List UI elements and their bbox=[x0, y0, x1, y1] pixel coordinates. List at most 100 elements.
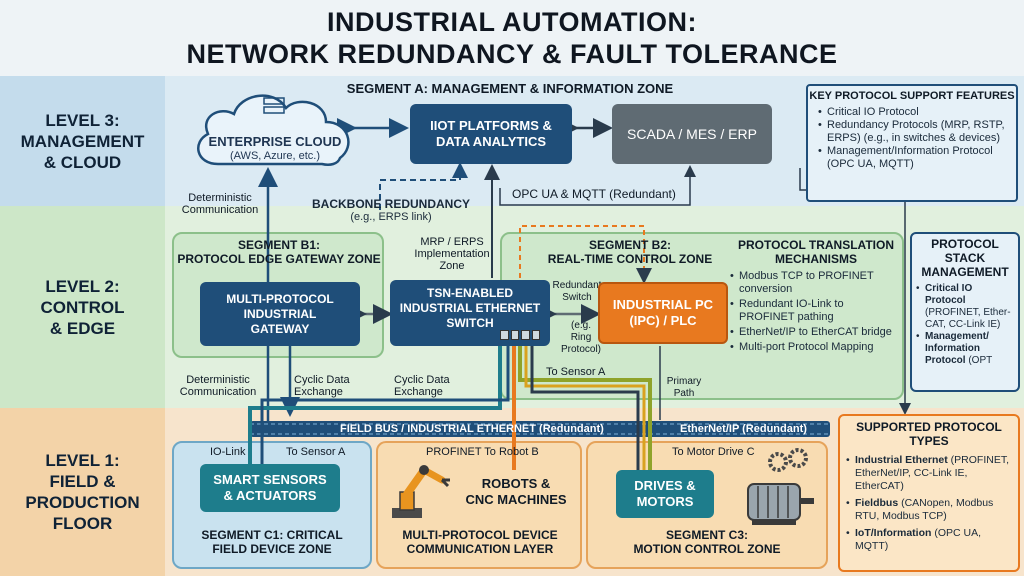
cyclic-label-2: Cyclic Data Exchange bbox=[394, 374, 464, 398]
segment-b2-title-line: SEGMENT B2: bbox=[588, 238, 671, 252]
ipc-plc-box: INDUSTRIAL PC (IPC) / PLC bbox=[598, 282, 728, 344]
label-line: Implementation bbox=[414, 248, 490, 260]
tsn-line: TSN-ENABLED bbox=[427, 286, 513, 300]
multi-layer-line: MULTI-PROTOCOL DEVICE bbox=[402, 528, 558, 542]
segment-c1-title-line: SEGMENT C1: CRITICAL bbox=[201, 528, 343, 542]
opc-link bbox=[499, 165, 696, 206]
robot-arm-icon bbox=[392, 465, 450, 518]
segment-c3-title-line: SEGMENT C3: bbox=[665, 528, 748, 542]
cloud-title: ENTERPRISE CLOUD bbox=[208, 134, 342, 149]
drives-line: MOTORS bbox=[636, 494, 694, 509]
translation-title-line: PROTOCOL TRANSLATION bbox=[738, 238, 894, 252]
level1-label-bg bbox=[0, 408, 165, 576]
drives-motors-box: DRIVES & MOTORS bbox=[616, 470, 714, 518]
supported-list: Industrial Ethernet (PROFINET, EtherNet/… bbox=[846, 454, 1012, 553]
label-line: Zone bbox=[439, 260, 465, 272]
supported-title-line: TYPES bbox=[909, 434, 949, 448]
segment-a-title: SEGMENT A: MANAGEMENT & INFORMATION ZONE bbox=[346, 81, 674, 96]
switch-ports-icon bbox=[500, 330, 540, 340]
cable-navy bbox=[260, 346, 510, 470]
translation-item: EtherNet/IP to EtherCAT bridge bbox=[730, 326, 902, 339]
gateway-line: INDUSTRIAL bbox=[243, 306, 317, 321]
gateway-box: MULTI-PROTOCOL INDUSTRIAL GATEWAY bbox=[200, 282, 360, 346]
segment-b2-title: SEGMENT B2: REAL-TIME CONTROL ZONE bbox=[540, 238, 720, 266]
supported-item-bold: Industrial Ethernet bbox=[855, 454, 948, 466]
cable-teal bbox=[248, 346, 502, 470]
to-motor-label: To Motor Drive C bbox=[672, 446, 755, 458]
scada-box: SCADA / MES / ERP bbox=[612, 104, 772, 164]
cable-green bbox=[518, 346, 652, 470]
cable-dark bbox=[530, 346, 640, 470]
label-line: Ring bbox=[570, 332, 592, 343]
iiot-platforms-box: IIOT PLATFORMS & DATA ANALYTICS bbox=[410, 104, 572, 164]
segment-b1-title-line: PROTOCOL EDGE GATEWAY ZONE bbox=[177, 252, 381, 266]
tsn-line: INDUSTRIAL ETHERNET bbox=[399, 301, 541, 315]
ethernetip-label: EtherNet/IP (Redundant) bbox=[680, 423, 807, 435]
robots-line: ROBOTS & bbox=[481, 476, 551, 491]
opcua-label: OPC UA & MQTT (Redundant) bbox=[512, 187, 676, 201]
translation-item: Modbus TCP to PROFINET conversion bbox=[730, 270, 902, 296]
level2-label-line: CONTROL bbox=[40, 297, 125, 317]
diagram-title-line1: INDUSTRIAL AUTOMATION: bbox=[327, 7, 697, 37]
cloud-subtitle: (AWS, Azure, etc.) bbox=[229, 150, 321, 162]
diagram-title-line2: NETWORK REDUNDANCY & FAULT TOLERANCE bbox=[186, 39, 838, 69]
segment-c1-title: SEGMENT C1: CRITICAL FIELD DEVICE ZONE bbox=[176, 528, 368, 556]
label-line: (e.g. bbox=[570, 320, 591, 331]
stack-title: PROTOCOL STACK MANAGEMENT bbox=[916, 237, 1014, 279]
supported-item-text: (PROFINET, EtherNet/IP, CC-Link IE, Ethe… bbox=[855, 454, 1010, 492]
stack-title-line: MANAGEMENT bbox=[921, 265, 1009, 279]
iiot-line: IIOT PLATFORMS & bbox=[430, 118, 552, 133]
mrp-label: MRP / ERPS Implementation Zone bbox=[412, 236, 492, 272]
level2-label-line: & EDGE bbox=[49, 318, 116, 338]
level3-label-line: MANAGEMENT bbox=[20, 131, 145, 151]
backbone-link bbox=[379, 162, 468, 210]
iolink-label: IO-Link bbox=[210, 446, 246, 458]
robots-label: ROBOTS & CNC MACHINES bbox=[456, 476, 576, 508]
translation-item: Redundant IO-Link to PROFINET pathing bbox=[730, 298, 902, 324]
key-features-panel: KEY PROTOCOL SUPPORT FEATURES Critical I… bbox=[806, 84, 1018, 202]
label-line: Switch bbox=[562, 292, 592, 303]
label-line: Cyclic Data bbox=[294, 374, 350, 386]
segment-c3-title-line: MOTION CONTROL ZONE bbox=[633, 542, 781, 556]
supported-item-text: (OPC UA, MQTT) bbox=[855, 527, 982, 552]
iiot-line: DATA ANALYTICS bbox=[435, 134, 547, 149]
tsn-line: SWITCH bbox=[446, 316, 494, 330]
segment-c1-title-line: FIELD DEVICE ZONE bbox=[212, 542, 332, 556]
level2-label-bg bbox=[0, 206, 165, 408]
stack-item: Critical IO Protocol(PROFINET, Ether-CAT… bbox=[916, 283, 1014, 331]
supported-protocols-panel: SUPPORTED PROTOCOL TYPES Industrial Ethe… bbox=[838, 414, 1020, 572]
segment-b1-title: SEGMENT B1: PROTOCOL EDGE GATEWAY ZONE bbox=[174, 238, 384, 266]
multi-layer-line: COMMUNICATION LAYER bbox=[406, 542, 554, 556]
supported-item-text: (CANopen, Modbus RTU, Modbus TCP) bbox=[855, 497, 994, 522]
label-line: Exchange bbox=[294, 386, 343, 398]
stack-item-sub: (OPT bbox=[968, 355, 993, 366]
fieldbus-label: FIELD BUS / INDUSTRIAL ETHERNET (Redunda… bbox=[340, 423, 604, 435]
level1-label-line: FIELD & bbox=[49, 472, 116, 491]
supported-title: SUPPORTED PROTOCOL TYPES bbox=[846, 420, 1012, 448]
smart-sensors-line: SMART SENSORS bbox=[213, 472, 327, 487]
profinet-label: PROFINET To Robot B bbox=[426, 446, 539, 458]
drives-line: DRIVES & bbox=[634, 478, 696, 493]
primary-path-label: Primary Path bbox=[664, 376, 704, 400]
deterministic-label-bottom: Deterministic Communication bbox=[176, 374, 260, 398]
stack-title-line: PROTOCOL bbox=[931, 237, 999, 251]
smart-sensors-box: SMART SENSORS & ACTUATORS bbox=[200, 464, 340, 512]
label-line: Protocol) bbox=[560, 344, 601, 355]
cloud-shape bbox=[197, 94, 350, 166]
supported-title-line: SUPPORTED PROTOCOL bbox=[856, 420, 1002, 434]
translation-panel: PROTOCOL TRANSLATION MECHANISMS Modbus T… bbox=[730, 238, 902, 354]
gateway-line: GATEWAY bbox=[250, 321, 310, 336]
label-line: Exchange bbox=[394, 386, 443, 398]
gears-icon bbox=[768, 448, 808, 472]
level1-label-line: LEVEL 1: bbox=[45, 451, 120, 470]
label-line: Communication bbox=[179, 386, 257, 398]
label-line: Cyclic Data bbox=[394, 374, 450, 386]
label-line: Deterministic bbox=[186, 374, 250, 386]
segment-c3-title: SEGMENT C3: MOTION CONTROL ZONE bbox=[588, 528, 826, 556]
ipc-line: INDUSTRIAL PC bbox=[612, 297, 714, 312]
key-feature-item: Redundancy Protocols (MRP, RSTP, ERPS) (… bbox=[818, 119, 1010, 145]
segment-b2-title-line: REAL-TIME CONTROL ZONE bbox=[547, 252, 713, 266]
level1-label-line: PRODUCTION bbox=[25, 493, 140, 512]
key-features-list: Critical IO Protocol Redundancy Protocol… bbox=[808, 102, 1016, 171]
key-feature-item: Critical IO Protocol bbox=[818, 106, 1010, 119]
